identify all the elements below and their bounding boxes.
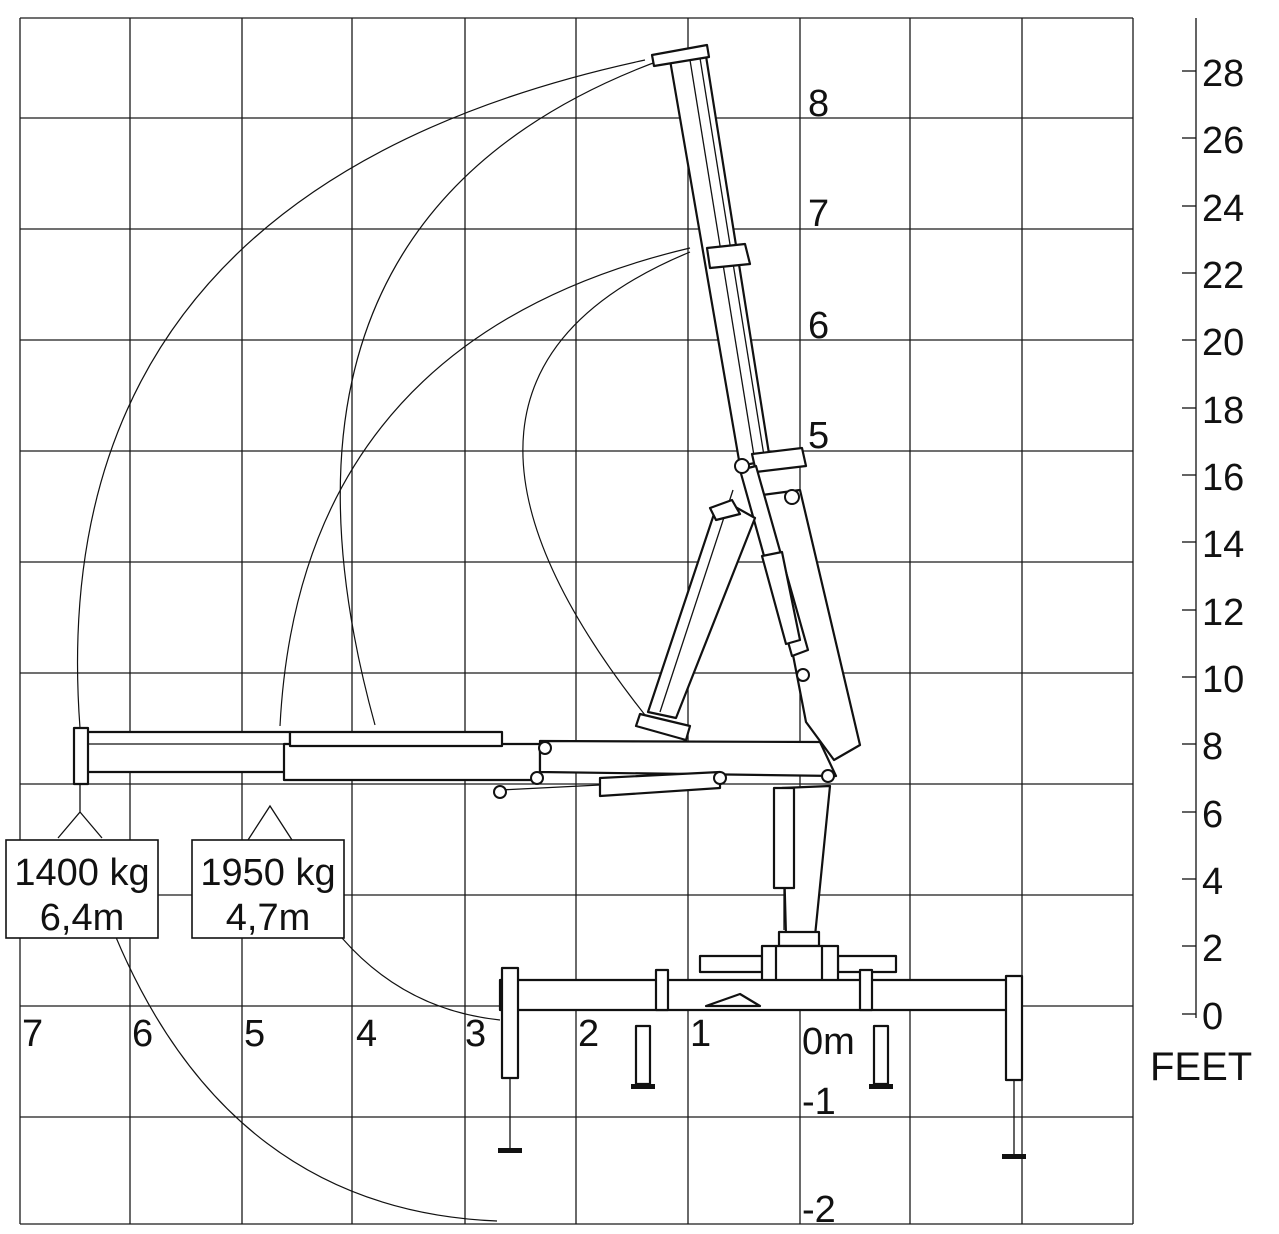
- boom-section-outer: [80, 730, 292, 774]
- column-collar: [777, 930, 821, 948]
- metric-x-label: 3: [465, 1013, 486, 1055]
- stabilizer-leg: [634, 1024, 652, 1086]
- stabilizer-foot: [631, 1084, 655, 1089]
- reach-arc-inner: [522, 251, 691, 716]
- reach-arc-third: [279, 247, 691, 727]
- metric-x-label: 7: [22, 1013, 43, 1055]
- feet-label: 12: [1202, 592, 1244, 634]
- pivot-pin: [821, 769, 835, 783]
- feet-label: 22: [1202, 255, 1244, 297]
- crane-drawing: [72, 43, 1026, 1159]
- outrigger-foot: [498, 1148, 522, 1153]
- stabilizer-foot: [869, 1084, 893, 1089]
- reach-arcs: [76, 49, 691, 1222]
- boom-tip: [72, 726, 90, 786]
- reach-arc-lower-third: [341, 937, 501, 1021]
- jib-arm: [646, 502, 757, 720]
- raised-boom: [650, 43, 862, 762]
- reach-arc-second: [339, 49, 691, 726]
- metric-y-label: -1: [802, 1081, 836, 1123]
- feet-label: 10: [1202, 659, 1244, 701]
- load-box-2-reach: 4,7m: [226, 897, 310, 939]
- feet-label: 16: [1202, 457, 1244, 499]
- feet-label: 28: [1202, 53, 1244, 95]
- outrigger-foot: [1002, 1154, 1026, 1159]
- column-cylinder: [772, 786, 796, 890]
- metric-x-label: 1: [690, 1013, 711, 1055]
- pivot-pin: [796, 668, 810, 682]
- pivot-pin: [530, 771, 544, 785]
- metric-x-label: 0m: [802, 1021, 855, 1063]
- load-hook-marker: [57, 784, 81, 839]
- reach-arc-lower-outer: [114, 934, 498, 1222]
- outrigger-right: [1004, 974, 1024, 1082]
- frame-bracket: [654, 968, 670, 1012]
- pivot-pin: [734, 458, 750, 474]
- load-box-2-weight: 1950 kg: [200, 852, 335, 894]
- frame-mount: [704, 992, 762, 1008]
- raised-boom-base: [760, 488, 862, 762]
- load-box-1-reach: 6,4m: [40, 897, 124, 939]
- horizontal-boom: [72, 726, 838, 799]
- metric-x-label: 5: [244, 1013, 265, 1055]
- feet-label: 14: [1202, 524, 1244, 566]
- feet-label: 26: [1202, 120, 1244, 162]
- feet-label: 8: [1202, 726, 1223, 768]
- feet-label: 6: [1202, 794, 1223, 836]
- load-box-2: [191, 839, 345, 939]
- feet-label: 0: [1202, 996, 1223, 1038]
- slew-housing: [820, 944, 840, 984]
- jib-arm-head: [708, 498, 742, 522]
- raised-boom-tip: [650, 43, 711, 68]
- boom-section-top: [288, 730, 504, 748]
- feet-label: 4: [1202, 861, 1223, 903]
- pivot-pin: [538, 741, 552, 755]
- reach-arc-outer: [76, 59, 646, 729]
- metric-x-label: 2: [578, 1013, 599, 1055]
- slew-housing: [760, 944, 778, 984]
- load-indicators: 1400 kg 6,4m 1950 kg 4,7m: [5, 784, 345, 939]
- boom-section-inner: [282, 742, 542, 782]
- metric-grid: [19, 17, 1134, 1225]
- boom-main: [538, 739, 838, 778]
- metric-y-label: 6: [808, 305, 829, 347]
- jib-arm-foot: [634, 712, 692, 742]
- pivot-pin: [713, 771, 727, 785]
- jib-arm-rod: [659, 489, 734, 713]
- stabilizer-leg: [872, 1024, 890, 1086]
- boom-link: [499, 784, 601, 791]
- pivot-pin: [493, 785, 507, 799]
- feet-label: 20: [1202, 322, 1244, 364]
- metric-y-label: -2: [802, 1189, 836, 1231]
- load-box-1-weight: 1400 kg: [14, 852, 149, 894]
- load-hook-marker: [247, 804, 293, 841]
- raised-boom-sleeve: [705, 242, 752, 270]
- feet-label: 18: [1202, 390, 1244, 432]
- metric-x-label: 6: [132, 1013, 153, 1055]
- outrigger-left: [500, 966, 520, 1080]
- metric-y-label: 8: [808, 83, 829, 125]
- feet-unit-label: FEET: [1150, 1045, 1252, 1089]
- feet-label: 2: [1202, 928, 1223, 970]
- load-box-1: [5, 839, 159, 939]
- folded-jib: [634, 489, 757, 742]
- metric-y-label: 7: [808, 193, 829, 235]
- crane-frame: [498, 966, 1026, 1159]
- boom-cylinder: [598, 770, 722, 798]
- metric-y-label: 5: [808, 415, 829, 457]
- lift-cylinder-body: [760, 550, 802, 646]
- pivot-pin: [784, 489, 800, 505]
- feet-label: 24: [1202, 188, 1244, 230]
- metric-labels: 7 6 5 4 3 2 1 0m 8 7 6 5 -1 -2: [22, 83, 855, 1231]
- frame-bracket: [858, 968, 874, 1012]
- slew-cylinder-left: [698, 954, 764, 974]
- metric-x-label: 4: [356, 1013, 377, 1055]
- load-hook-marker: [79, 811, 103, 839]
- feet-scale: 28 26 24 22 20 18 16 14 12 10 8 6 4 2 0 …: [1150, 18, 1252, 1089]
